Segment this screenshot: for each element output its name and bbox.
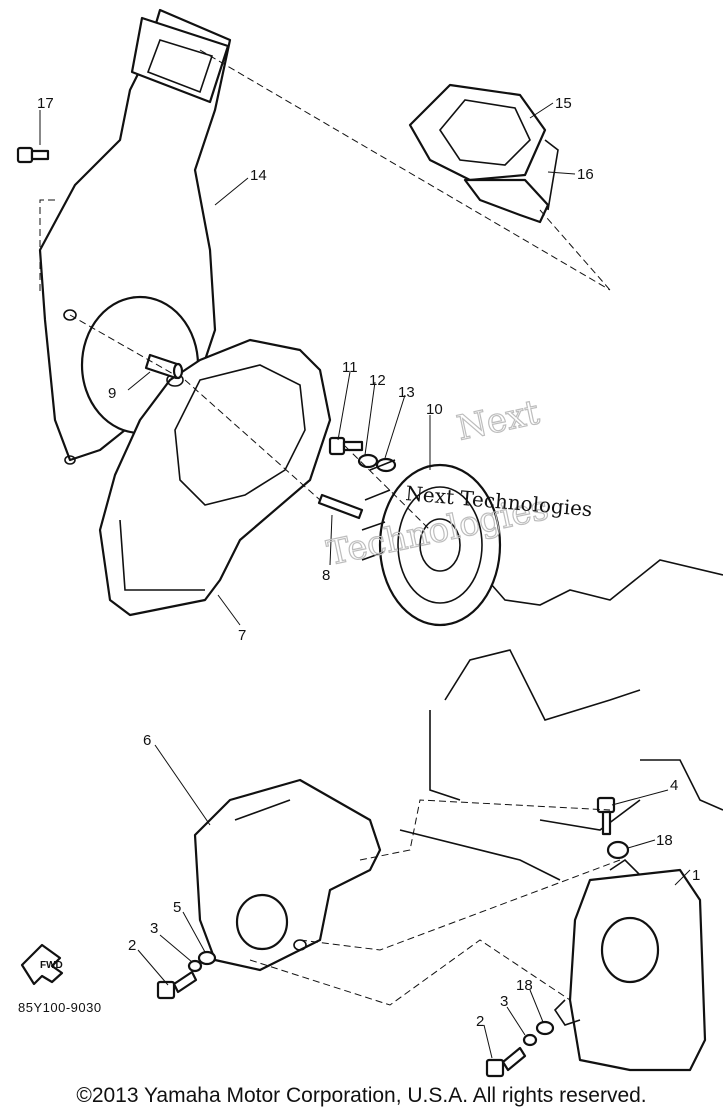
callout-12: 12 [369,372,386,389]
stud-bolt-part-8 [317,493,364,520]
forward-direction-icon: FWD [20,943,64,986]
watermark-line-next: Next [454,392,544,448]
callout-5: 5 [173,899,181,916]
diagram-code: 85Y100-9030 [18,1000,102,1015]
callout-3-left: 3 [150,920,158,937]
duct-boot-part-15 [408,83,547,182]
callout-16: 16 [577,166,594,183]
callout-14: 14 [250,167,267,184]
callout-labels: 17 14 15 16 9 11 12 13 10 8 7 6 4 18 1 2… [37,95,700,1030]
callout-11: 11 [342,359,358,376]
leader-lines [39,102,691,1059]
fan-housing-part-7 [98,338,332,617]
flywheel-bolt-part-11 [328,436,364,456]
dowel-pin-part-9 [144,353,184,380]
alignment-guide-lines [39,49,621,1006]
callout-15: 15 [555,95,572,112]
bolt-part-2-left [156,970,198,1000]
bolt-part-17 [16,146,50,164]
callout-8: 8 [322,567,330,584]
fwd-label: FWD [40,960,63,971]
lower-shroud-part-6 [193,778,382,972]
washer-part-3-left [187,959,203,973]
callout-13: 13 [398,384,415,401]
callout-2-left: 2 [128,937,136,954]
lower-cover-part-1 [553,858,707,1072]
washer-part-18-upper [606,840,630,860]
callout-18-lower: 18 [516,977,533,994]
callout-2-right: 2 [476,1013,484,1030]
copyright-notice: ©2013 Yamaha Motor Corporation, U.S.A. A… [76,1084,647,1107]
washer-part-3-right [522,1033,538,1047]
duct-bracket-part-16 [463,139,559,224]
callout-1: 1 [692,867,700,884]
callout-18-upper: 18 [656,832,673,849]
callout-10: 10 [426,401,443,418]
callout-3-right: 3 [500,993,508,1010]
callout-6: 6 [143,732,151,749]
bolt-part-4 [596,796,616,836]
callout-7: 7 [238,627,246,644]
bolt-part-2-right [485,1046,527,1078]
washer-part-12 [357,453,379,469]
callout-4: 4 [670,777,678,794]
engine-block-outline [399,559,723,881]
washer-part-18-lower [535,1020,555,1036]
washer-part-5 [197,950,217,966]
callout-17: 17 [37,95,54,112]
callout-9: 9 [108,385,116,402]
flywheel-part-10 [361,459,502,627]
